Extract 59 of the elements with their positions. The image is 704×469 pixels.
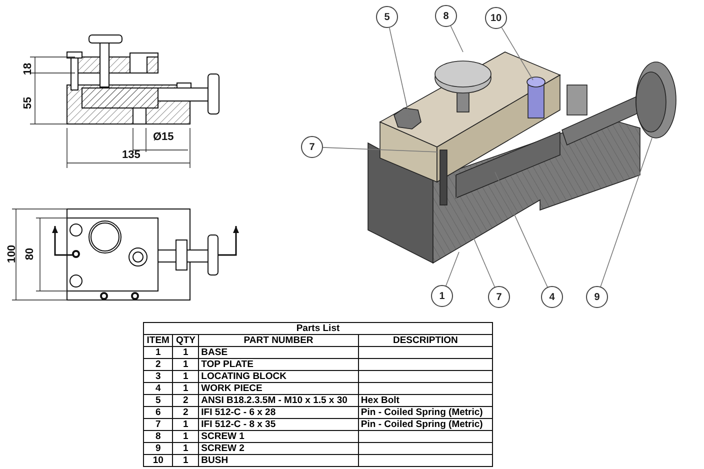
part-description: Pin - Coiled Spring (Metric) [358,418,492,430]
leader-line [450,26,464,52]
column-header: ITEM [144,334,173,346]
leader-line [446,252,460,286]
dimension-value: Ø15 [153,131,174,143]
leader-line [600,138,652,287]
part-description: Pin - Coiled Spring (Metric) [358,406,492,418]
quantity: 1 [172,442,199,454]
item-number: 6 [144,406,173,418]
callout-number: 10 [485,7,507,29]
callout-number: 8 [435,5,457,27]
part-number: SCREW 2 [198,442,358,454]
leader-line [322,147,438,152]
callout-number: 9 [586,286,608,308]
item-number: 2 [144,358,173,370]
dimension-value: 100 [6,244,18,264]
leader-line [456,196,496,288]
quantity: 1 [172,370,199,382]
leader-line [501,27,534,80]
column-header: DESCRIPTION [358,334,492,346]
quantity: 2 [172,406,199,418]
callout-number: 7 [488,286,510,308]
item-number: 8 [144,430,173,442]
part-number: IFI 512-C - 8 x 35 [198,418,358,430]
part-number: LOCATING BLOCK [198,370,358,382]
quantity: 1 [172,418,199,430]
part-number: SCREW 1 [198,430,358,442]
part-number: ANSI B18.2.3.5M - M10 x 1.5 x 30 [198,394,358,406]
callout-number: 5 [376,6,398,28]
part-number: TOP PLATE [198,358,358,370]
dimension-value: 80 [24,248,36,260]
column-header: QTY [172,334,199,346]
part-number: WORK PIECE [198,382,358,394]
item-number: 10 [144,454,173,466]
table-title: Parts List [144,322,492,334]
quantity: 1 [172,346,199,358]
item-number: 5 [144,394,173,406]
leader-line [494,172,548,288]
quantity: 1 [172,358,199,370]
part-number: BUSH [198,454,358,466]
quantity: 1 [172,430,199,442]
item-number: 1 [144,346,173,358]
quantity: 1 [172,454,199,466]
part-description: Hex Bolt [358,394,492,406]
item-number: 9 [144,442,173,454]
column-header: PART NUMBER [198,334,358,346]
dimension-value: 18 [22,62,34,76]
part-number: BASE [198,346,358,358]
item-number: 7 [144,418,173,430]
callout-number: 1 [431,285,453,307]
dimension-value: 55 [22,96,34,110]
callout-number: 4 [541,286,563,308]
dimension-value: 135 [122,149,140,161]
quantity: 2 [172,394,199,406]
quantity: 1 [172,382,199,394]
callout-number: 7 [301,136,323,158]
item-number: 4 [144,382,173,394]
item-number: 3 [144,370,173,382]
part-number: IFI 512-C - 6 x 28 [198,406,358,418]
